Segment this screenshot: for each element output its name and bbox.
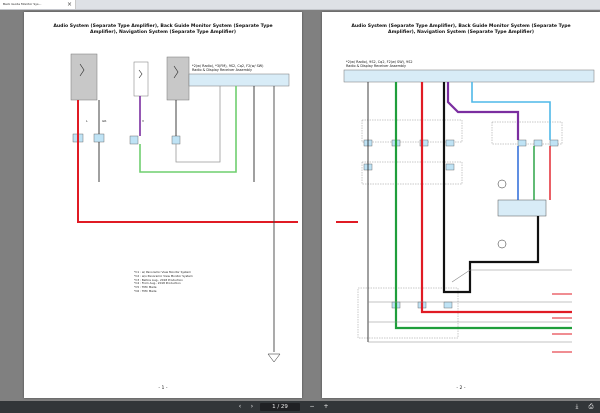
- wiring-diagram-1: L GR V: [70, 53, 298, 363]
- receiver-assembly-bar: [343, 69, 595, 83]
- close-icon[interactable]: ×: [66, 1, 72, 8]
- current-page-input[interactable]: 1: [272, 404, 276, 410]
- page-number: - 1 -: [158, 386, 168, 391]
- assembly-header: *2(w/ Radio), *3(FM), 9S2, Cq2, F2(w/ SW…: [192, 64, 264, 72]
- note-item: *C2 : w/o Panoramic View Monitor System: [134, 273, 193, 278]
- relay-box: [133, 61, 149, 97]
- receiver-assembly-bar: [188, 73, 290, 87]
- tab-title: Back Guide Monitor Sys...: [3, 2, 42, 6]
- svg-text:L: L: [86, 119, 88, 123]
- total-pages: / 29: [277, 404, 288, 410]
- page-title: Audio System (Separate Type Amplifier), …: [53, 24, 273, 35]
- next-page-button[interactable]: ›: [250, 403, 254, 410]
- svg-text:V: V: [142, 119, 145, 123]
- page-title: Audio System (Separate Type Amplifier), …: [351, 24, 571, 35]
- prev-page-button[interactable]: ‹: [238, 403, 242, 410]
- note-item: *C6 : TMC Made: [134, 288, 157, 293]
- green-wire: [394, 82, 572, 330]
- document-tab[interactable]: Back Guide Monitor Sys... ×: [0, 0, 76, 9]
- note-item: *C1 : w/ Panoramic View Monitor System: [134, 270, 191, 274]
- green-wire: [139, 86, 237, 173]
- camera-module: [497, 199, 547, 217]
- notes-block: *C1 : w/ Panoramic View Monitor System *…: [134, 270, 193, 294]
- pdf-page-1: L GR V Audio System (Separate Type Amplifi…: [24, 12, 302, 398]
- ground-icon: [267, 353, 281, 363]
- purple-wire: [446, 82, 520, 140]
- note-item: *C4 : From Aug., 2018 Production: [134, 281, 181, 286]
- assembly-header: *2(w/ Radio), 9S2, Cq2, F2(w/ SW), 9S2 R…: [346, 60, 413, 68]
- download-icon[interactable]: ⤓: [575, 403, 579, 410]
- note-item: *C5 : TMC Made: [134, 285, 157, 290]
- pdf-page-2: Audio System (Separate Type Amplifier), …: [322, 12, 600, 398]
- tab-bar: Back Guide Monitor Sys... ×: [0, 0, 600, 10]
- print-icon[interactable]: ⎙: [588, 403, 594, 410]
- zoom-in-button[interactable]: +: [323, 403, 329, 410]
- pdf-toolbar: ‹ › 1 / 29 − + ⤓ ⎙: [0, 401, 600, 413]
- wiring-diagram-2: [336, 69, 595, 353]
- fuse-box-left: [70, 53, 98, 101]
- fuse-box-right: [166, 56, 190, 101]
- note-item: *C3 : Before Aug., 2018 Production: [134, 277, 183, 282]
- zoom-out-button[interactable]: −: [309, 403, 315, 410]
- svg-text:GR: GR: [102, 119, 106, 123]
- red-wire: [420, 82, 572, 314]
- lightblue-wire: [471, 82, 551, 140]
- red-wire: [77, 100, 298, 223]
- black-wire: [442, 82, 540, 294]
- page-indicator[interactable]: 1 / 29: [260, 403, 300, 411]
- page-number: - 2 -: [456, 386, 466, 391]
